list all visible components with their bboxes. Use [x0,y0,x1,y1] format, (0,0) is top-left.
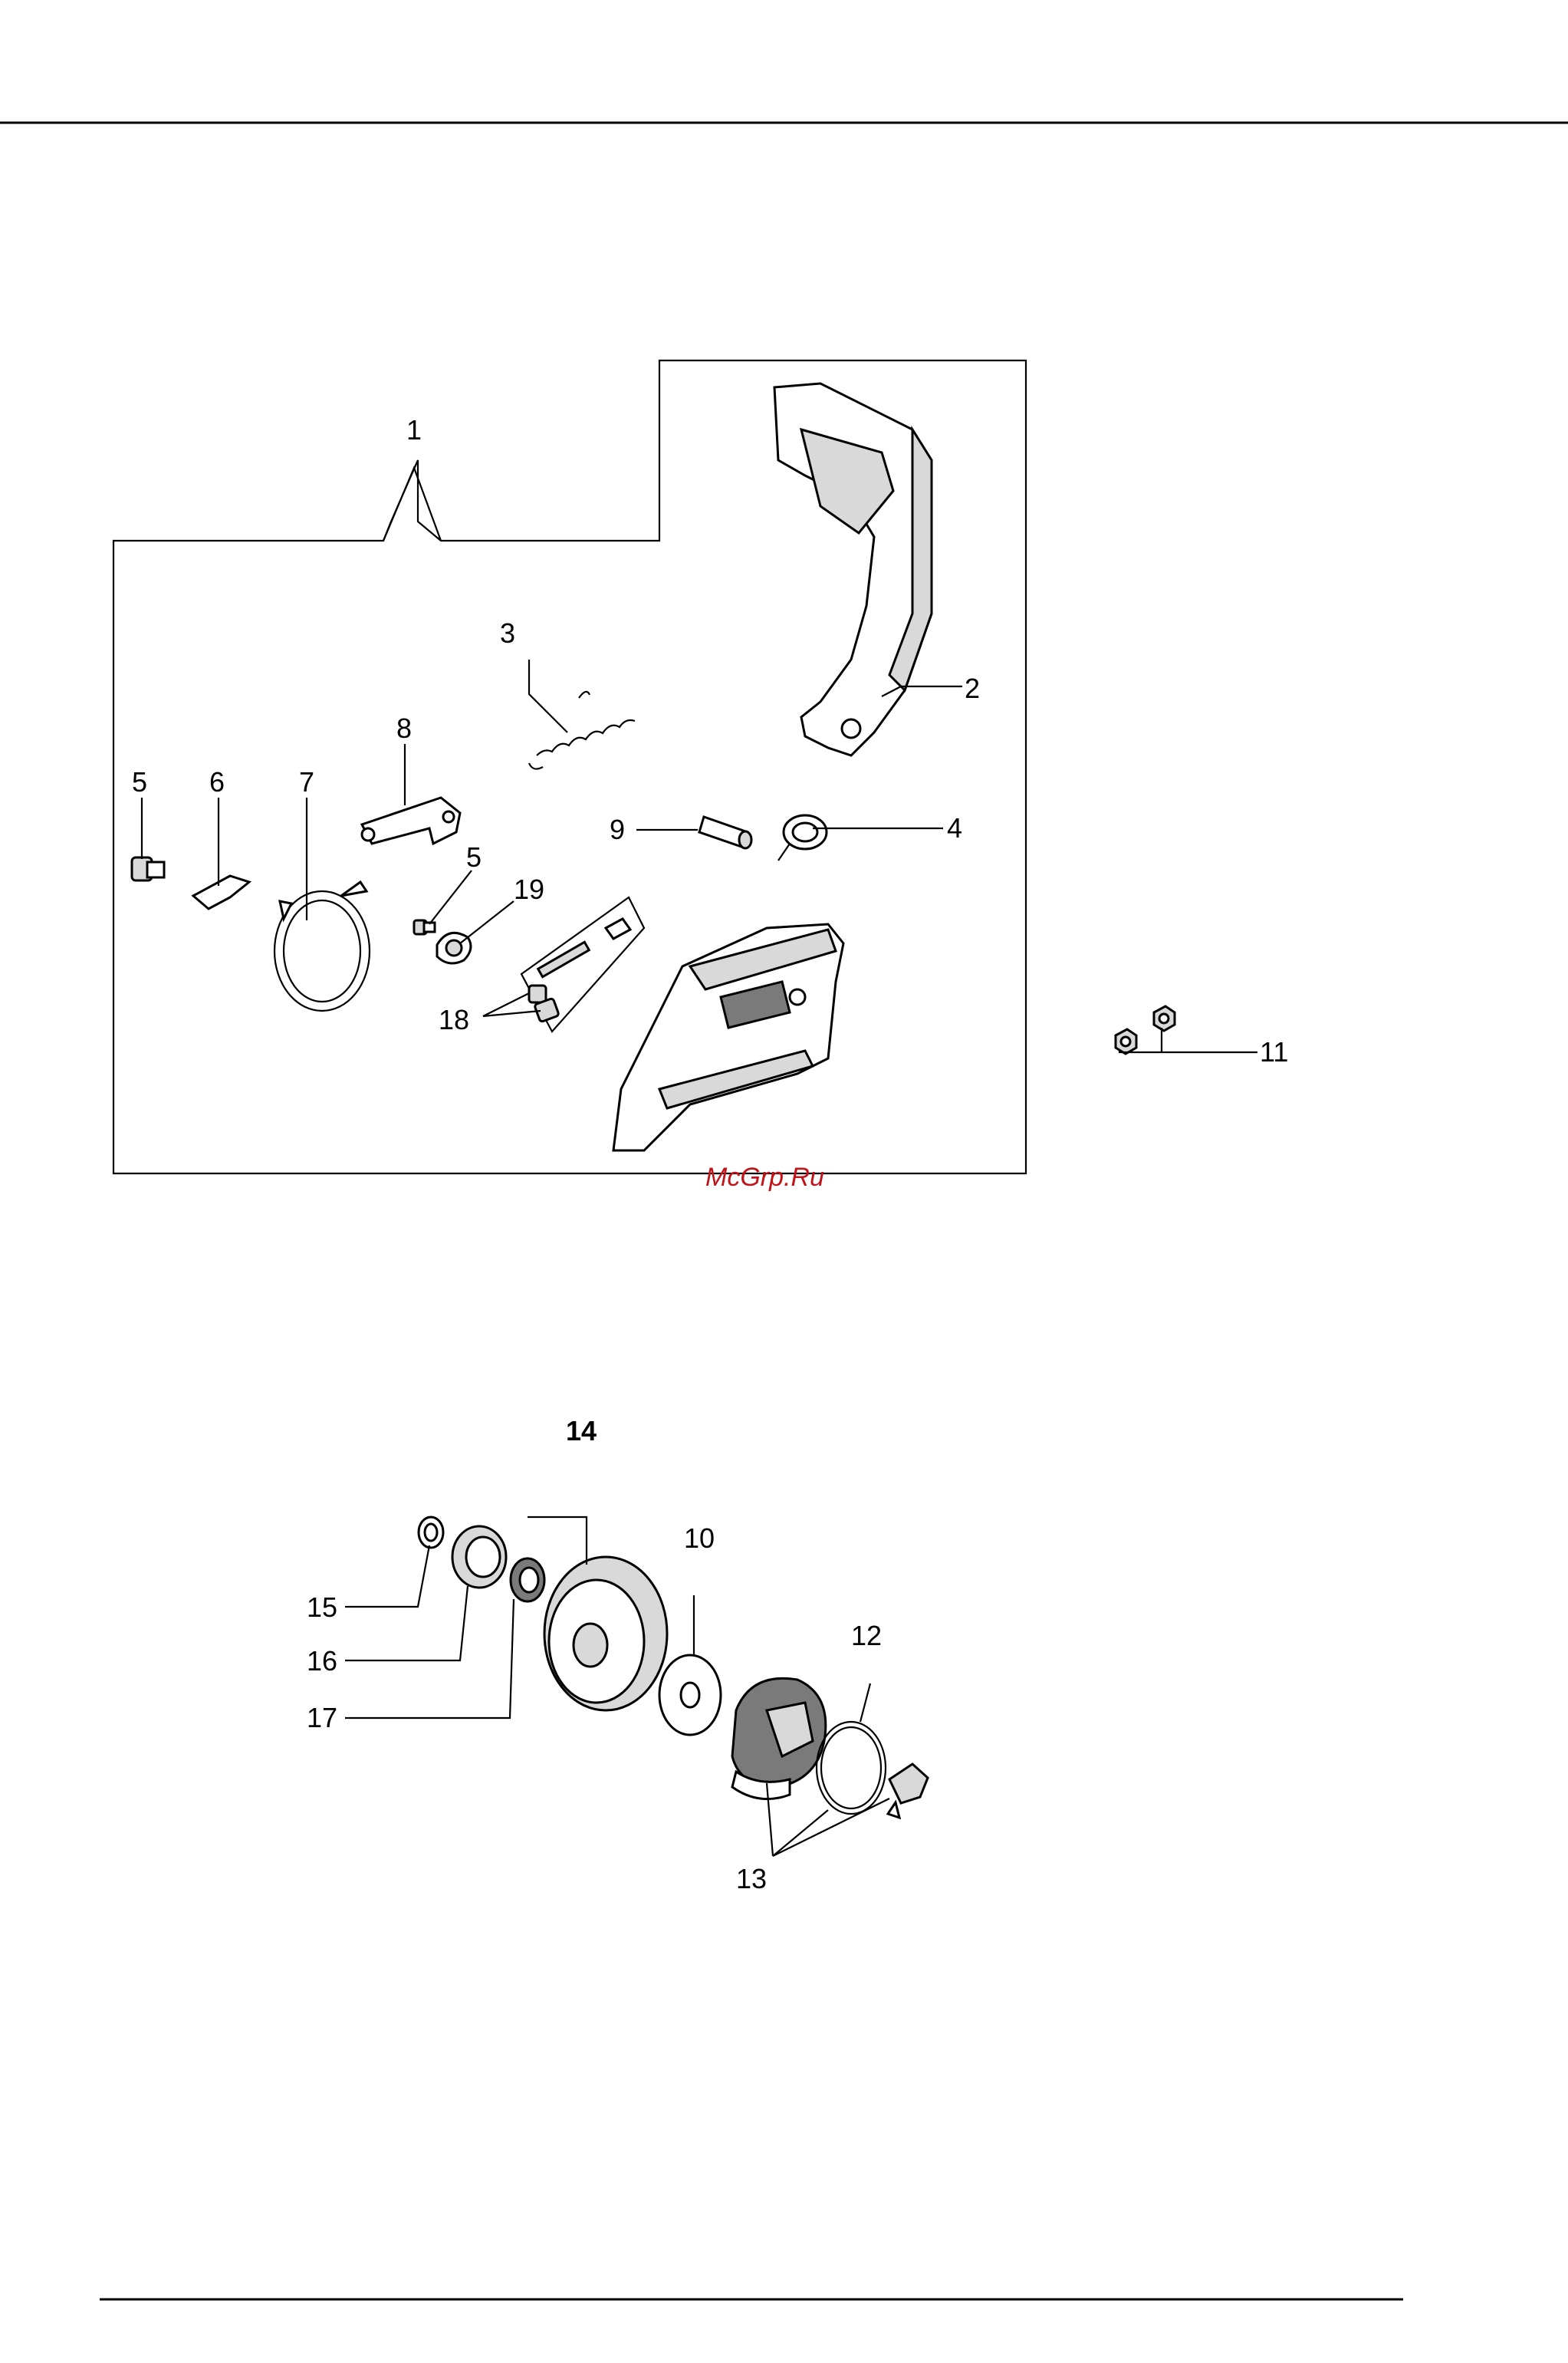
bracket-part-6 [193,876,249,909]
callout-12: 12 [851,1620,882,1651]
callout-4: 4 [947,812,962,844]
needle-bearing-part-17 [511,1558,544,1601]
assembly-1-bracket [383,468,441,541]
callout-5b: 5 [466,841,482,873]
callout-7: 7 [299,766,314,798]
callout-9: 9 [610,814,625,845]
torsion-spring-part-4 [778,815,827,861]
callout-13: 13 [736,1863,767,1894]
clip-part-19 [437,933,471,963]
nuts-part-11 [1116,1006,1175,1054]
lever-part-8 [362,798,460,844]
watermark: McGrp.Ru [705,1163,824,1192]
callout-19: 19 [514,874,544,905]
callout-10: 10 [684,1522,715,1554]
callout-16: 16 [307,1645,337,1677]
callout-14: 14 [566,1415,597,1446]
screw-part-5a [132,857,164,880]
callout-2: 2 [965,673,980,704]
housing-part-16 [452,1526,506,1588]
washer-part-15 [419,1517,443,1548]
callout-3: 3 [500,617,515,649]
callout-17: 17 [307,1702,337,1733]
clutch-drum-part-14 [544,1557,667,1710]
callout-11: 11 [1260,1036,1288,1068]
callout-5a: 5 [132,766,147,798]
spring-part-3 [529,692,635,769]
callout-15: 15 [307,1591,337,1623]
callout-18: 18 [439,1004,469,1035]
brake-handle-part [774,383,932,755]
brake-cover-part [613,924,843,1150]
washer-part-10 [659,1655,721,1735]
pin-part-9 [699,817,751,848]
spring-ring-part-12 [817,1722,886,1814]
callout-1: 1 [406,414,422,446]
callout-6: 6 [209,766,225,798]
callout-8: 8 [396,713,412,744]
brake-band-part-7 [274,882,370,1011]
